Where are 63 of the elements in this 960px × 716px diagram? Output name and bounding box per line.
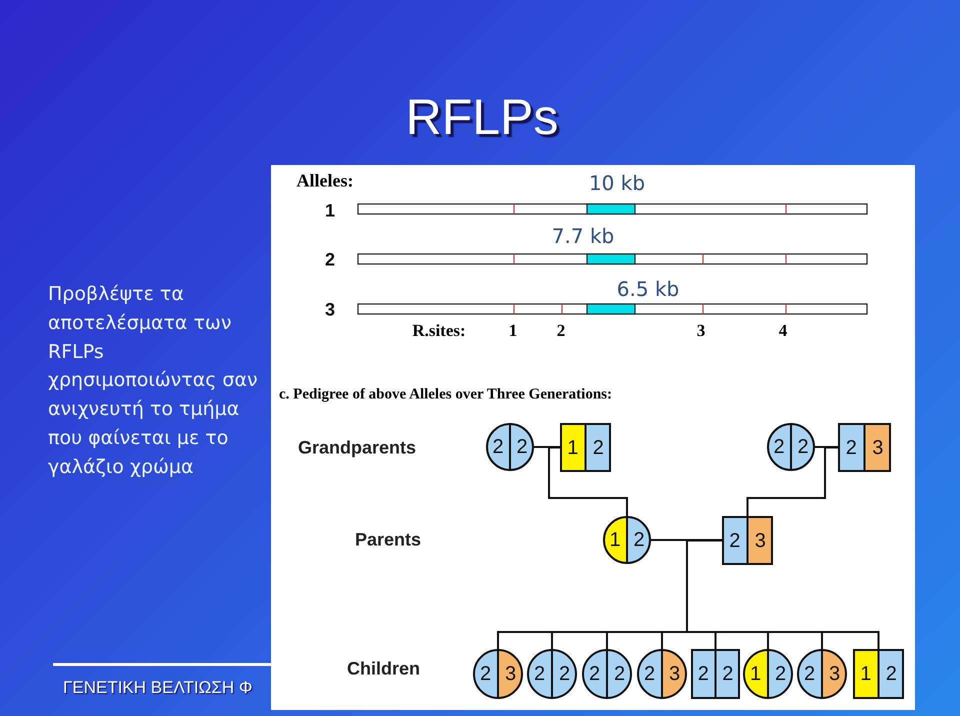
fragment-size-label: 7.7 kb: [552, 224, 614, 248]
pedigree-circle: [797, 649, 847, 699]
pedigree-line: [686, 540, 880, 649]
allele-number: 3: [754, 530, 766, 550]
allele-number: 2: [804, 664, 816, 684]
site-number: 3: [696, 321, 706, 341]
allele-number: 2: [729, 530, 740, 550]
pedigree-square: [560, 423, 611, 472]
allele-number: 1: [609, 530, 621, 550]
pedigree-circle: [582, 649, 632, 699]
site-label: R.sites:: [412, 321, 466, 341]
pedigree-circle: [767, 423, 815, 471]
allele-number: 1: [750, 664, 762, 684]
allele-number: 2: [633, 530, 645, 550]
site-number: 1: [508, 321, 518, 341]
allele-number: 1: [567, 438, 578, 458]
allele-number: 1: [860, 664, 872, 684]
pedigree-circle: [527, 649, 577, 699]
pedigree-square: [691, 649, 740, 699]
figure-caption: c. Pedigree of above Alleles over Three Generations:: [279, 386, 612, 404]
fragment-size-label: 10 kb: [588, 171, 646, 195]
section-heading: Alleles:: [296, 170, 354, 192]
site-number: 4: [778, 321, 788, 341]
allele-number: 2: [774, 664, 786, 684]
pedigree-circle: [486, 423, 534, 471]
allele-number: 2: [722, 664, 734, 684]
allele-number: 3: [872, 438, 884, 458]
allele-number: 3: [668, 664, 680, 684]
pedigree-square: [838, 423, 891, 472]
site-number: 2: [556, 321, 566, 341]
allele-number: 2: [644, 664, 656, 684]
generation-label: Grandparents: [298, 438, 416, 458]
allele-number: 2: [797, 437, 809, 457]
allele-label: 3: [325, 300, 335, 320]
allele-number: 2: [614, 664, 626, 684]
allele-number: 2: [592, 438, 604, 458]
allele-number: 3: [504, 664, 516, 684]
allele-number: 2: [846, 438, 857, 458]
pedigree-circle: [637, 649, 687, 699]
pedigree-circle: [743, 649, 793, 699]
allele-number: 2: [773, 437, 785, 457]
pedigree-line: [548, 446, 628, 516]
allele-label: 2: [325, 250, 335, 270]
allele-number: 2: [492, 437, 504, 457]
pedigree-square: [853, 649, 904, 699]
allele-number: 2: [534, 664, 546, 684]
instruction-text: Προβλέψτε τα αποτελέσματα των RFLPs χρησιμοποιώντας σαν ανιχνευτή το τμήμα που φαίνεται με το γαλάζιο χρώμα: [48, 282, 259, 480]
allele-label: 1: [325, 200, 335, 222]
pedigree-circle: [473, 649, 523, 699]
pedigree-circle: [603, 516, 651, 564]
slide-title: RFLPs: [406, 88, 558, 146]
pedigree-square: [722, 516, 773, 565]
generation-label: Children: [347, 658, 420, 680]
allele-number: 2: [516, 437, 528, 457]
allele-number: 2: [480, 664, 492, 684]
allele-number: 3: [828, 664, 840, 684]
generation-label: Parents: [355, 530, 422, 550]
allele-number: 2: [588, 664, 600, 684]
allele-number: 2: [886, 664, 897, 684]
allele-number: 2: [698, 664, 709, 684]
allele-number: 2: [558, 664, 570, 684]
fragment-size-label: 6.5 kb: [616, 277, 680, 301]
footer-text: ΓΕΝΕΤΙΚΗ ΒΕΛΤΙΩΣΗ Φ: [63, 678, 252, 698]
